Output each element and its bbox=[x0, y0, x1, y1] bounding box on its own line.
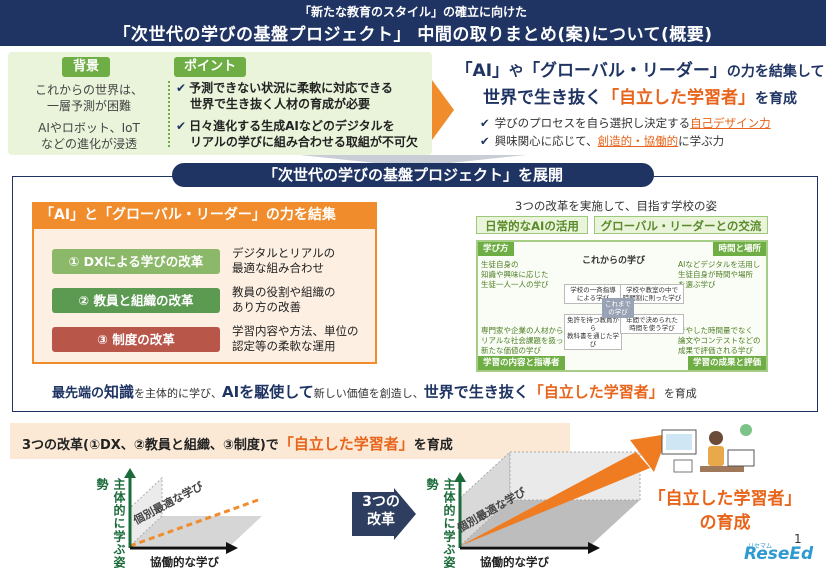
background-text-1: これからの世界は、一層予測が困難 bbox=[34, 83, 143, 113]
reform-system-desc: 学習内容や方法、単位の認定等の柔軟な運用 bbox=[232, 324, 359, 353]
goal-sub-2: ✔興味関心に応じて、創造的・協働的に学ぶ力 bbox=[480, 134, 725, 148]
x-axis-label-2: 協働的な学び bbox=[480, 555, 549, 569]
divider bbox=[168, 81, 172, 147]
point-item-1: ✔予測できない状況に柔軟に対応できる 世界で生き抜く人材の育成が必要 bbox=[176, 81, 393, 111]
future-learning-label: これからの学び bbox=[582, 256, 646, 266]
old-learning-2: 学校や教室の中で時間割に則った学び bbox=[620, 284, 684, 304]
background-tag: 背景 bbox=[62, 57, 110, 77]
tab-ai-use: 日常的なAIの活用 bbox=[476, 216, 588, 234]
goal-heading: 「AI」や「グローバル・リーダー」の力を結集して 世界で生き抜く「自立した学習者… bbox=[455, 61, 825, 108]
x-axis-label-1: 協働的な学び bbox=[150, 555, 219, 569]
reform-teacher-desc: 教員の役割や組織のあり方の改善 bbox=[232, 285, 336, 314]
old-learning-center: これまでの学び bbox=[602, 298, 634, 318]
current-learning-diagram bbox=[124, 468, 262, 554]
goal-sub-1: ✔学びのプロセスを自ら選択し決定する自己デザイン力 bbox=[480, 116, 771, 130]
logo-subtext: リセマム bbox=[748, 543, 773, 550]
check-icon: ✔ bbox=[480, 116, 490, 130]
check-icon: ✔ bbox=[176, 81, 187, 95]
check-icon: ✔ bbox=[176, 119, 187, 133]
text-time-place: AIなどデジタルを活用し生徒自身が時間や場所を選ぶ学び bbox=[678, 260, 761, 289]
reform-system-pill: ③ 制度の改革 bbox=[52, 327, 220, 352]
project-banner: 「次世代の学びの基盤プロジェクト」を展開 bbox=[172, 163, 654, 187]
page-number: 1 bbox=[794, 532, 802, 546]
y-axis-label-1: 主体的に学ぶ姿勢 bbox=[95, 478, 126, 569]
reform-arrow-icon bbox=[352, 488, 416, 540]
text-outcome-eval: 青やした時間量でなく論文やコンテストなどの成果で評価される学び bbox=[678, 326, 761, 355]
school-vision-title: 3つの改革を実施して、目指す学校の姿 bbox=[515, 199, 717, 213]
page-title: 「次世代の学びの基盤プロジェクト」 中間の取りまとめ(案)について(概要) bbox=[113, 25, 713, 45]
text-content-teacher: 専門家や企業の人材からリアルな社会課題を扱った新たな価値の学び bbox=[481, 326, 571, 355]
lower-panel bbox=[10, 423, 570, 459]
header-bar: 「新たな教育のスタイル」の確立に向けた 「次世代の学びの基盤プロジェクト」 中間… bbox=[0, 0, 826, 46]
tab-global-leader: グローバル・リーダーとの交流 bbox=[594, 216, 768, 234]
y-axis-label-2: 主体的に学ぶ姿勢 bbox=[425, 478, 456, 569]
old-learning-4: 年間で決められた時間を使う学び bbox=[620, 314, 684, 334]
school-vision-diagram: 学び方 時間と場所 学習の内容と指導者 学習の成果と評価 これからの学び 生徒自… bbox=[476, 240, 768, 372]
text-how-to-learn: 生徒自身の知識や興味に応じた生徒一人一人の学び bbox=[481, 260, 549, 289]
final-goal: 「自立した学習者」の育成 bbox=[648, 489, 802, 533]
right-arrow-icon bbox=[432, 80, 454, 140]
resemom-logo: ReseEd bbox=[744, 544, 814, 564]
point-tag: ポイント bbox=[174, 57, 246, 77]
reform-arrow-label: 3つの改革 bbox=[362, 494, 400, 528]
header-subtitle: 「新たな教育のスタイル」の確立に向けた bbox=[298, 5, 527, 19]
label-time-place: 時間と場所 bbox=[713, 242, 766, 256]
chevron-down-icon bbox=[300, 155, 526, 167]
learners-illustration-icon bbox=[661, 424, 755, 473]
check-icon: ✔ bbox=[480, 134, 490, 148]
reform-dx-desc: デジタルとリアルの最適な組み合わせ bbox=[232, 246, 336, 275]
reform-dx-pill: ① DXによる学びの改革 bbox=[52, 249, 220, 274]
label-how-to-learn: 学び方 bbox=[478, 242, 514, 256]
lower-heading: 3つの改革(①DX、②教員と組織、③制度)で「自立した学習者」を育成 bbox=[22, 435, 453, 453]
point-item-2: ✔日々進化する生成AIなどのデジタルを リアルの学びに組み合わせる取組が不可欠 bbox=[176, 119, 418, 149]
summary-line: 最先端の知識を主体的に学び、AIを駆使して新しい価値を創造し、世界で生き抜く「自… bbox=[52, 383, 697, 401]
label-outcome-eval: 学習の成果と評価 bbox=[687, 356, 766, 370]
old-learning-3: 免許を持つ教員から教科書を通じた学び bbox=[564, 314, 622, 350]
future-learning-diagram bbox=[454, 434, 668, 554]
label-content-teacher: 学習の内容と指導者 bbox=[478, 356, 565, 370]
reform-heading: 「AI」と「グローバル・リーダー」の力を結集 bbox=[32, 202, 377, 229]
reform-teacher-pill: ② 教員と組織の改革 bbox=[52, 288, 220, 313]
